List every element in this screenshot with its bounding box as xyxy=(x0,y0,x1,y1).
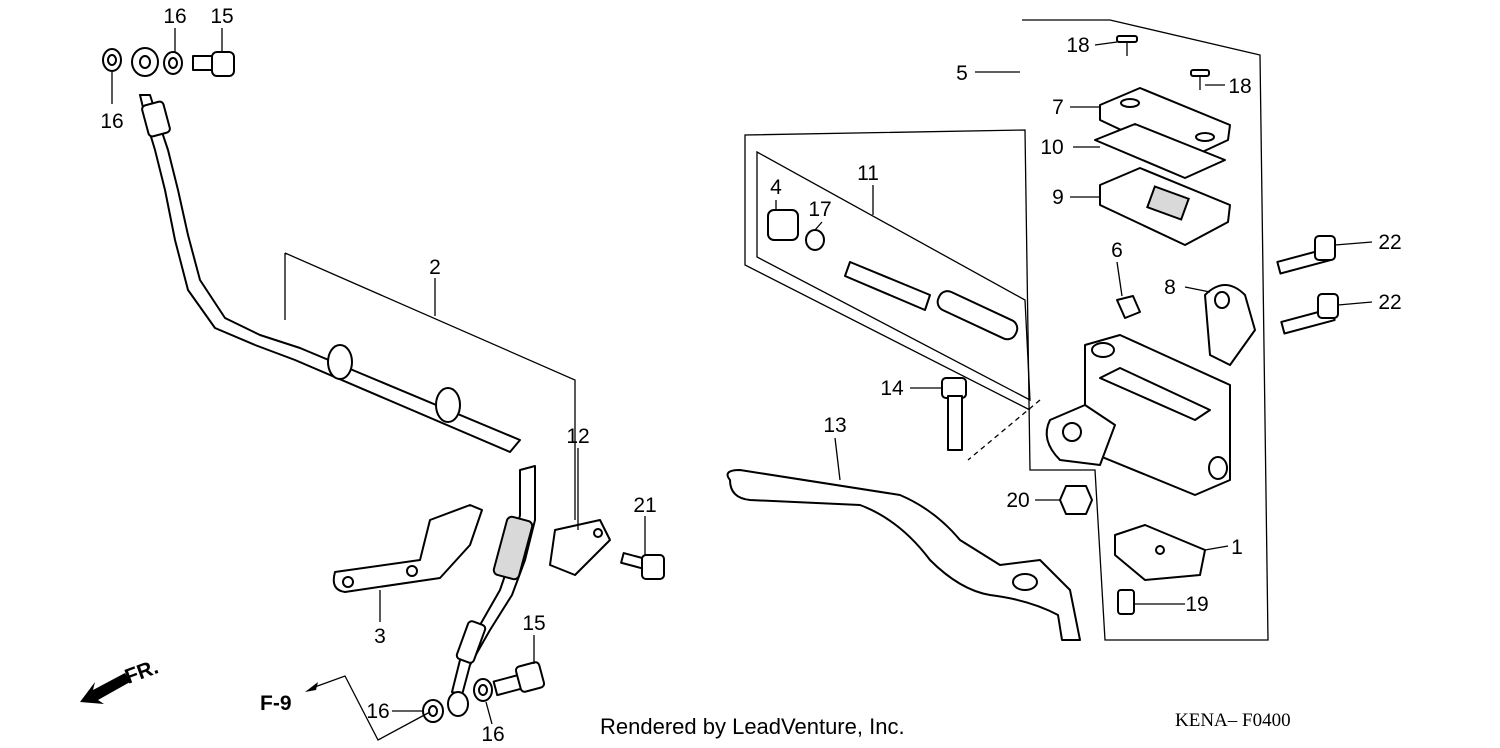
diaphragm-plate xyxy=(1094,123,1226,179)
credit-text: Rendered by LeadVenture, Inc. xyxy=(600,714,905,739)
brake-hose-lower xyxy=(447,465,536,717)
sealing-washer-lower-right xyxy=(473,678,493,702)
front-arrow-icon xyxy=(80,673,130,704)
callout-21: 21 xyxy=(633,494,656,517)
callout-13: 13 xyxy=(823,414,846,437)
callout-20: 20 xyxy=(1006,489,1029,512)
callout-14: 14 xyxy=(880,377,904,400)
piston-set xyxy=(844,261,1019,341)
reference-label: F-9 xyxy=(260,692,292,715)
callout-6: 6 xyxy=(1111,239,1123,262)
master-cylinder-group-bracket xyxy=(744,19,1269,641)
brake-hose-upper xyxy=(139,94,521,453)
holder xyxy=(1204,284,1256,366)
boot xyxy=(767,209,799,241)
callout-15-bottom: 15 xyxy=(522,612,545,635)
callout-7: 7 xyxy=(1052,96,1064,119)
reference-arrow-icon xyxy=(305,682,318,692)
sealing-washer-upper-right xyxy=(163,51,183,75)
reference-marker: F-9 xyxy=(260,682,318,715)
callout-16-left: 16 xyxy=(100,110,123,133)
pivot-nut xyxy=(1059,485,1093,515)
hose-banjo-upper xyxy=(131,47,159,77)
callout-9: 9 xyxy=(1052,186,1064,209)
sealing-washer-lower-left xyxy=(422,699,444,723)
mirror-bolt-2 xyxy=(1280,293,1339,335)
callout-19: 19 xyxy=(1185,593,1208,616)
callout-16-bottom-right: 16 xyxy=(481,723,504,746)
sealing-washer-upper-left xyxy=(102,48,122,72)
diaphragm xyxy=(1099,167,1231,246)
lever-pivot-bolt xyxy=(941,377,967,451)
callout-11: 11 xyxy=(857,162,879,185)
banjo-bolt-upper xyxy=(192,51,235,77)
banjo-bolt-lower xyxy=(492,661,546,697)
callout-2: 2 xyxy=(429,256,441,279)
callout-4: 4 xyxy=(770,176,782,199)
clamp-bolt xyxy=(620,552,665,580)
boot-clip xyxy=(1116,295,1141,319)
callout-16-top: 16 xyxy=(163,5,186,28)
master-cylinder-body xyxy=(1045,334,1231,496)
callout-labels: 16 15 16 2 3 12 21 15 16 16 13 11 4 17 1… xyxy=(100,5,1401,746)
callout-1: 1 xyxy=(1231,536,1243,559)
brake-lever xyxy=(726,469,1081,641)
callout-18-left: 18 xyxy=(1066,34,1089,57)
reservoir-screw-1 xyxy=(1116,35,1138,56)
callout-16-bottom-left: 16 xyxy=(366,700,389,723)
hose-stay-bracket xyxy=(332,504,483,593)
reservoir-cap xyxy=(1099,87,1231,161)
callout-22-bottom: 22 xyxy=(1378,291,1401,314)
reservoir-screw-2 xyxy=(1190,69,1210,90)
circlip xyxy=(805,229,825,251)
callout-17: 17 xyxy=(808,198,831,221)
mirror-bolt-1 xyxy=(1276,235,1336,275)
callout-10: 10 xyxy=(1040,136,1063,159)
hose-group-bracket xyxy=(284,252,576,520)
leader-lines xyxy=(111,28,1373,741)
brake-light-switch xyxy=(1114,524,1206,581)
front-label: FR. xyxy=(122,656,162,689)
switch-screw xyxy=(1117,589,1135,615)
callout-3: 3 xyxy=(374,625,386,648)
piston-set-group-bracket xyxy=(756,150,1041,461)
hose-clamp xyxy=(549,519,611,576)
callout-8: 8 xyxy=(1164,276,1176,299)
diagram-code: KENA– F0400 xyxy=(1175,710,1291,731)
callout-12: 12 xyxy=(566,425,589,448)
callout-5: 5 xyxy=(956,62,968,85)
callout-15-top: 15 xyxy=(210,5,233,28)
callout-18-right: 18 xyxy=(1228,75,1251,98)
front-direction-marker: FR. xyxy=(80,656,161,704)
callout-22-top: 22 xyxy=(1378,231,1401,254)
